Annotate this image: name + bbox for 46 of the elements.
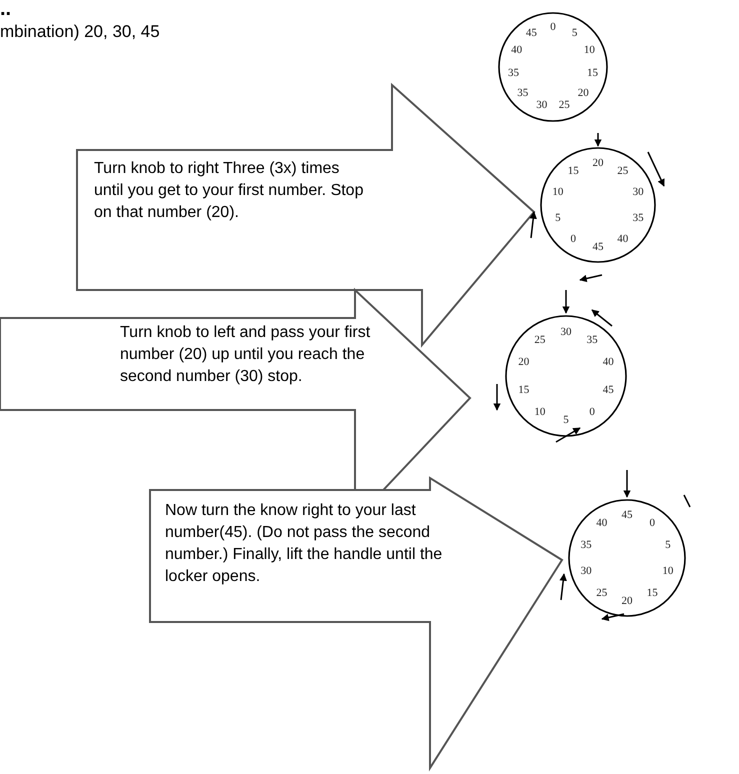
dial-number: 10 (584, 44, 595, 56)
dial-number: 0 (589, 406, 595, 418)
note-text: mbination) 20, 30, 45 (0, 22, 160, 42)
dial-number: 30 (580, 565, 592, 578)
dial-number: 35 (517, 87, 528, 100)
dial-number: 40 (596, 517, 608, 530)
dial-number: 5 (572, 27, 578, 40)
dial-number: 45 (526, 27, 537, 40)
dial-number: 30 (632, 186, 644, 198)
dial-number: 0 (570, 233, 576, 246)
dial-number: 20 (592, 156, 604, 169)
dial-number: 45 (602, 384, 614, 396)
dial-number: 15 (587, 66, 598, 79)
dial-number: 20 (518, 356, 530, 368)
dial-number: 35 (586, 334, 598, 346)
dial-number: 5 (563, 414, 569, 426)
dial-number: 0 (649, 517, 655, 530)
dial-number: 10 (534, 406, 546, 418)
dial-number: 30 (560, 326, 572, 338)
dial-number: 0 (550, 21, 556, 34)
dial-number: 15 (646, 586, 658, 599)
dial-number: 15 (518, 384, 530, 396)
dial-number: 25 (534, 334, 546, 346)
dial-number: 10 (552, 186, 564, 198)
dial-number: 20 (622, 594, 632, 607)
dial-number: 25 (558, 99, 570, 112)
dial-number: 20 (578, 87, 589, 100)
instruction-text: Turn knob to left and pass your first number (20) up until you reach the second number (30) stop. (120, 323, 372, 387)
dial-number: 15 (568, 164, 579, 177)
dial-number: 45 (592, 241, 604, 254)
dial-number: 5 (665, 538, 671, 551)
dial-number: 25 (617, 164, 628, 177)
note-text: .. (0, 0, 12, 21)
dial-number: 25 (596, 586, 608, 599)
instruction-text: Now turn the know right to your last number(45). (Do not pass the second number.) Finally, lift the handle until the locker opens. (165, 501, 444, 587)
dial-number: 5 (555, 212, 561, 224)
dial-number: 40 (511, 44, 522, 56)
dial-number: 35 (632, 212, 644, 224)
dial-number: 30 (536, 99, 548, 112)
dial-number: 35 (508, 66, 519, 79)
instruction-text: Turn knob to right Three (3x) times until you get to your first number. Stop on that number (20). (94, 159, 364, 223)
dial-number: 40 (617, 233, 628, 246)
dial-number: 35 (580, 538, 592, 551)
dial-number: 45 (622, 509, 632, 522)
dial-number: 40 (602, 356, 614, 368)
dial-number: 10 (662, 565, 674, 578)
